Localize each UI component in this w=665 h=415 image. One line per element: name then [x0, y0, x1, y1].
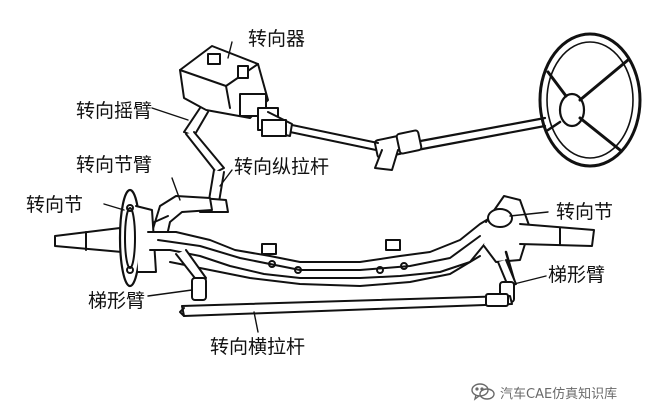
knuckle-arm-label: 转向节臂: [76, 154, 153, 176]
left-trapezoid-arm-label: 梯形臂: [88, 290, 146, 312]
steering-wheel: [538, 32, 642, 168]
pitman-arm-label: 转向摇臂: [76, 100, 153, 122]
drag-link-label: 转向纵拉杆: [234, 156, 330, 178]
left-knuckle-label: 转向节: [26, 194, 84, 216]
wechat-icon: [471, 383, 495, 401]
tie-rod-label: 转向横拉杆: [210, 336, 306, 358]
left-steering-knuckle: [54, 188, 157, 288]
pitman-arm-and-drag-link: [183, 107, 229, 213]
label-leader-lines: [103, 41, 549, 333]
steering-gear-label: 转向器: [248, 28, 306, 50]
steering-gear-box: [179, 45, 293, 137]
tie-rod: [179, 293, 513, 317]
watermark: 汽车CAE仿真知识库: [470, 382, 617, 402]
right-trapezoid-arm-label: 梯形臂: [548, 264, 606, 286]
watermark-text: 汽车CAE仿真知识库: [500, 386, 618, 402]
right-steering-knuckle: [483, 195, 595, 282]
steering-column: [289, 116, 547, 171]
front-axle-beam: [147, 211, 505, 287]
right-knuckle-label: 转向节: [556, 201, 614, 223]
